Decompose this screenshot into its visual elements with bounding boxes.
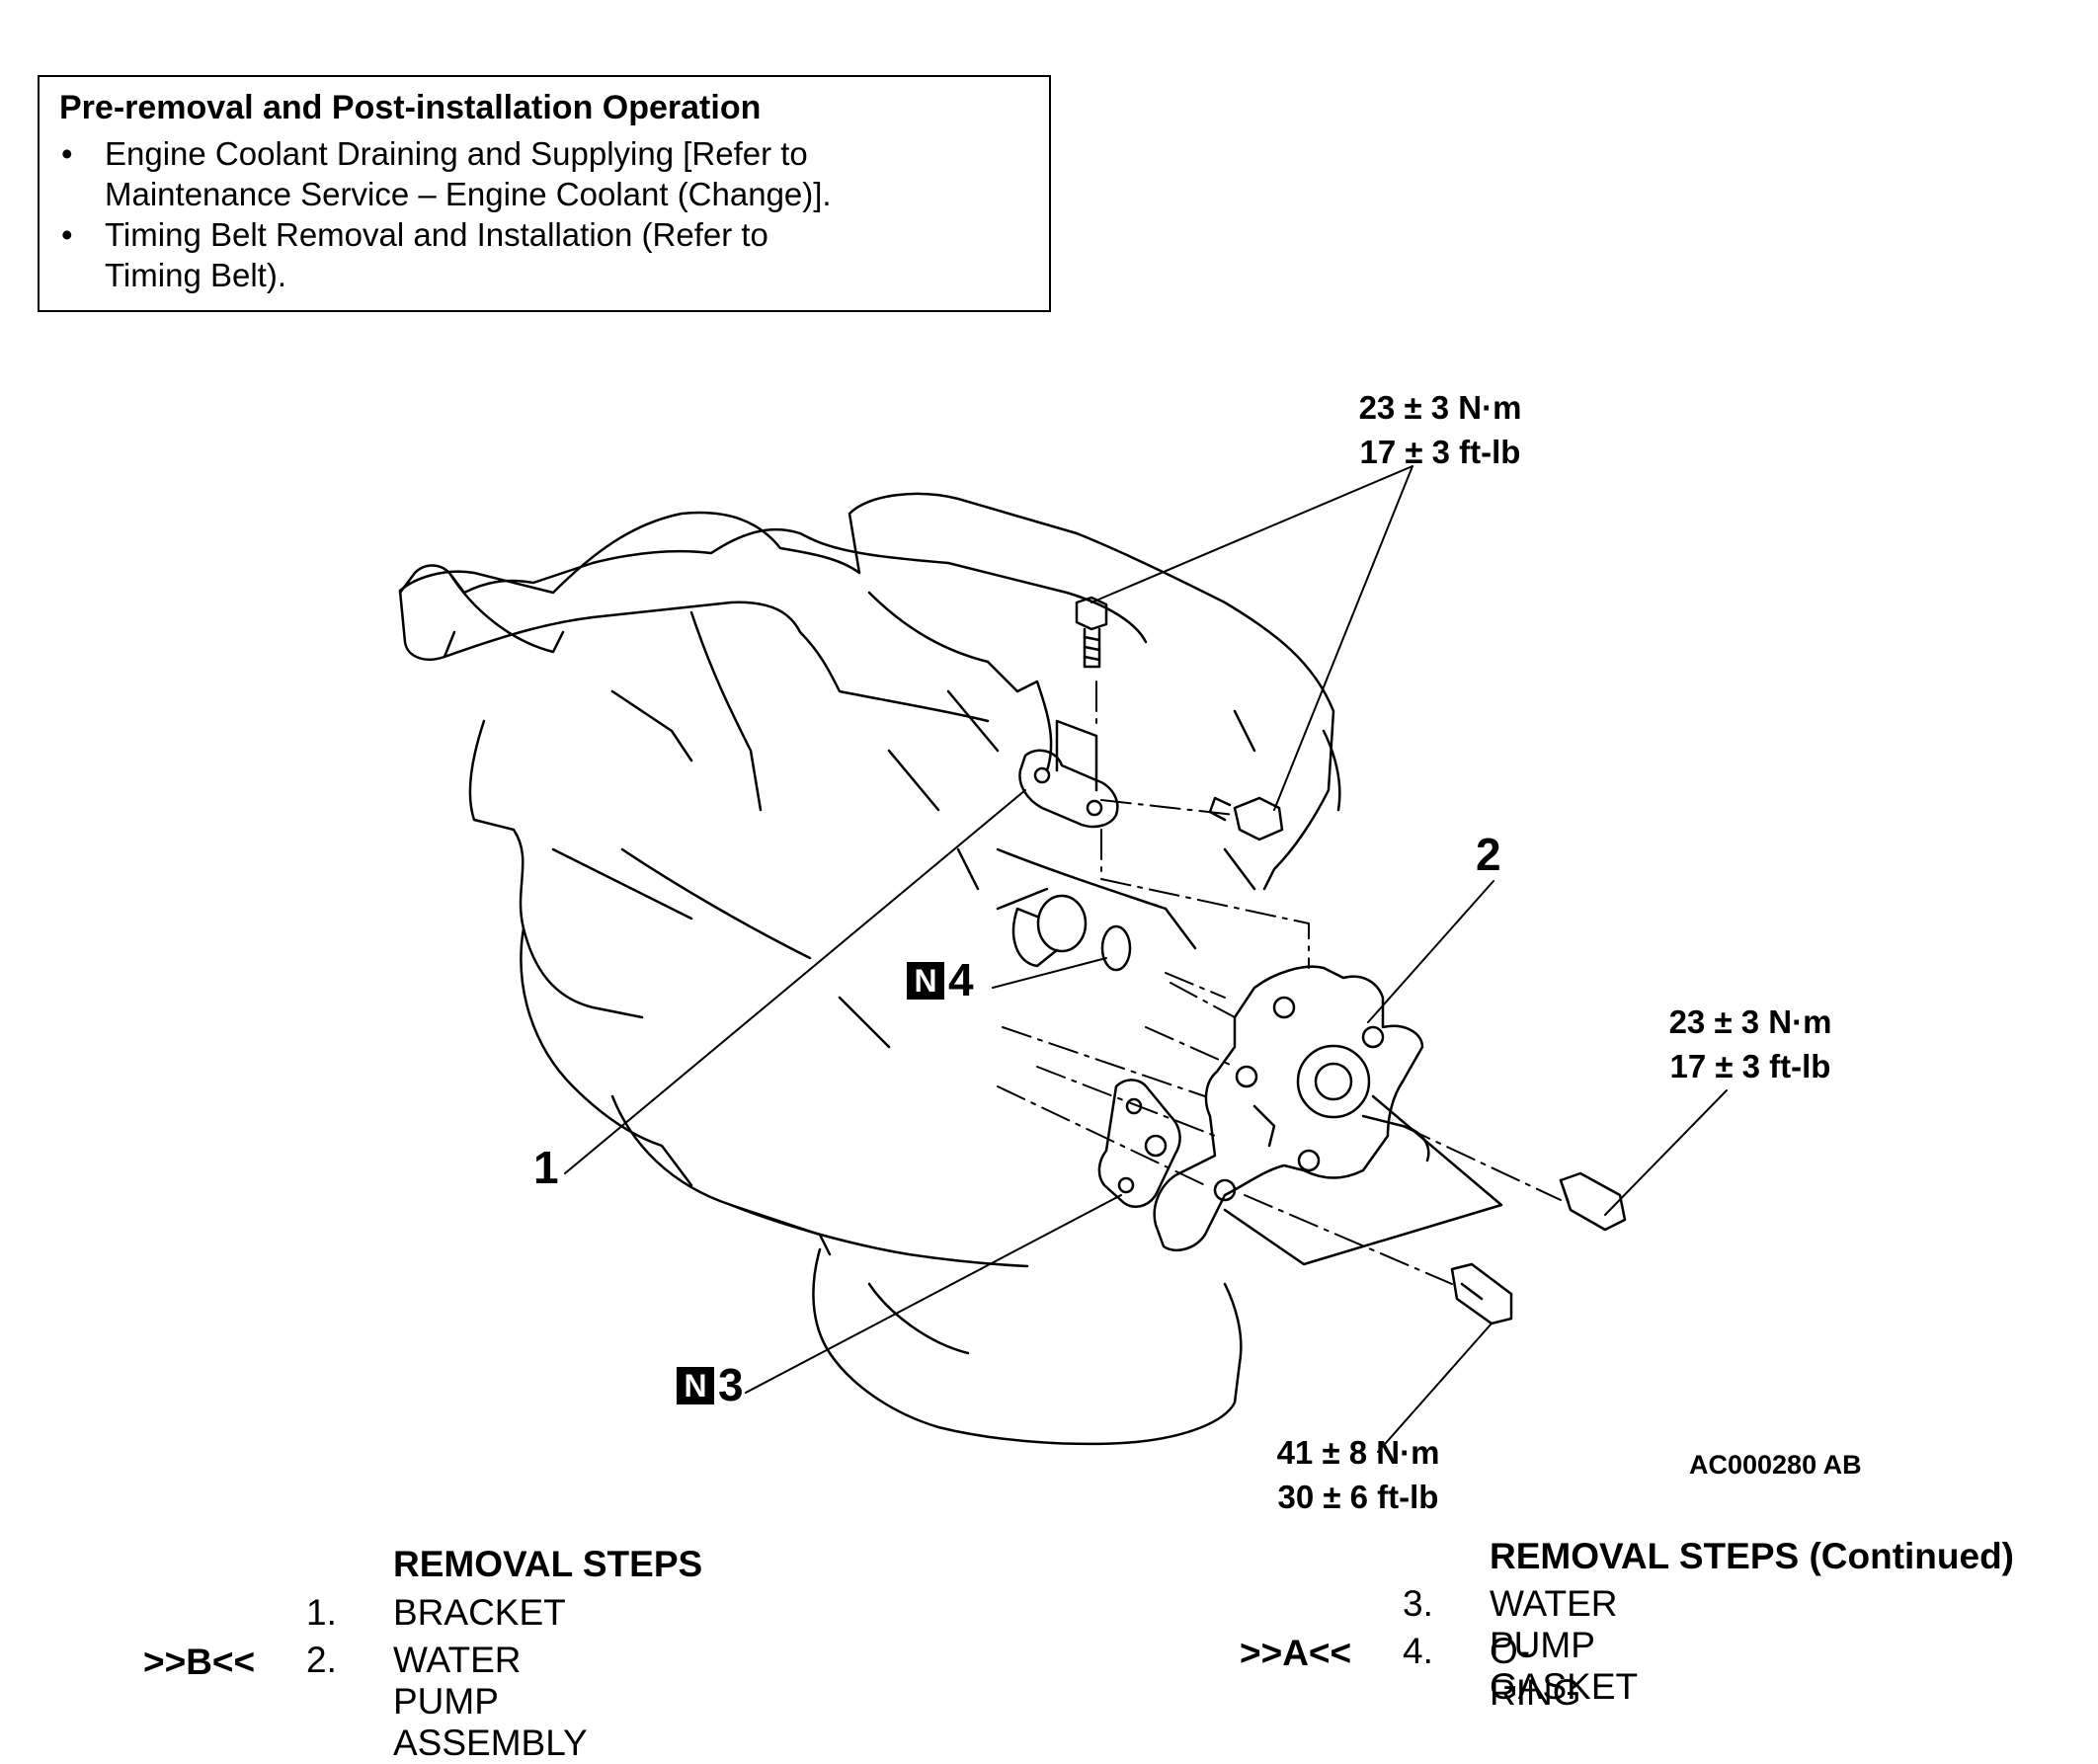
bullet: • — [61, 216, 73, 253]
figure-id: AC000280 AB — [1689, 1450, 1862, 1480]
torque-ftlb: 30 ± 6 ft-lb — [1277, 1479, 1439, 1515]
callout-4-number: 4 — [948, 954, 974, 1005]
pre-removal-item: • Timing Belt Removal and Installation (… — [59, 214, 1029, 295]
removal-steps-heading: REMOVAL STEPS — [393, 1544, 703, 1584]
water-pump-gasket — [1097, 1079, 1181, 1208]
engine-block-outline — [398, 492, 1341, 1446]
callout-1: 1 — [533, 1142, 559, 1193]
right-bolt — [1559, 1171, 1627, 1232]
step-number: 4. — [1403, 1631, 1433, 1671]
lower-bolt — [1450, 1262, 1513, 1325]
o-ring — [1100, 924, 1132, 972]
upper-bolt — [1075, 596, 1108, 669]
new-part-marker: N — [677, 1367, 714, 1404]
callout-3-number: 3 — [718, 1359, 744, 1410]
bracket — [1018, 719, 1119, 829]
step-reference: >>B<< — [143, 1642, 256, 1682]
step-number: 3. — [1403, 1583, 1433, 1624]
step-text: BRACKET — [393, 1592, 566, 1633]
torque-ftlb: 17 ± 3 ft-lb — [1359, 434, 1521, 470]
torque-spec-right: 23 ± 3 N·m 17 ± 3 ft-lb — [1642, 1000, 1859, 1088]
step-number: 1. — [306, 1592, 337, 1633]
pre-removal-list: • Engine Coolant Draining and Supplying … — [59, 133, 1029, 295]
step-reference: >>A<< — [1240, 1633, 1352, 1673]
torque-nm: 23 ± 3 N·m — [1668, 1003, 1832, 1040]
torque-nm: 23 ± 3 N·m — [1358, 389, 1522, 426]
water-inlet-pipe — [996, 887, 1088, 968]
pre-removal-item-line: Maintenance Service – Engine Coolant (Ch… — [105, 176, 832, 212]
bracket-side-bolt — [1208, 796, 1284, 842]
pre-removal-item: • Engine Coolant Draining and Supplying … — [59, 133, 1029, 214]
bullet: • — [61, 135, 73, 172]
pre-removal-item-line: Timing Belt Removal and Installation (Re… — [105, 216, 768, 253]
step-text: WATER PUMP GASKET — [1490, 1583, 1639, 1707]
step-text: WATER PUMP ASSEMBLY — [393, 1640, 588, 1763]
removal-steps-continued-heading: REMOVAL STEPS (Continued) — [1490, 1536, 2015, 1576]
step-number: 2. — [306, 1640, 337, 1680]
pre-removal-item-line: Engine Coolant Draining and Supplying [R… — [105, 135, 808, 172]
leader-lines — [564, 465, 1728, 1453]
new-part-marker: N — [907, 962, 944, 1000]
torque-spec-bottom: 41 ± 8 N·m 30 ± 6 ft-lb — [1250, 1430, 1467, 1519]
torque-spec-top: 23 ± 3 N·m 17 ± 3 ft-lb — [1331, 385, 1549, 474]
assembly-lines — [997, 681, 1562, 1285]
intake-manifold-outline — [398, 527, 1148, 772]
pre-removal-item-line: Timing Belt). — [105, 257, 286, 293]
torque-ftlb: 17 ± 3 ft-lb — [1669, 1048, 1831, 1084]
water-pump-assembly — [1153, 965, 1503, 1266]
torque-nm: 41 ± 8 N·m — [1276, 1434, 1440, 1471]
callout-2: 2 — [1476, 829, 1501, 880]
step-text: O-RING — [1490, 1631, 1581, 1713]
pre-removal-box: Pre-removal and Post-installation Operat… — [38, 75, 1051, 312]
pre-removal-title: Pre-removal and Post-installation Operat… — [59, 89, 762, 126]
